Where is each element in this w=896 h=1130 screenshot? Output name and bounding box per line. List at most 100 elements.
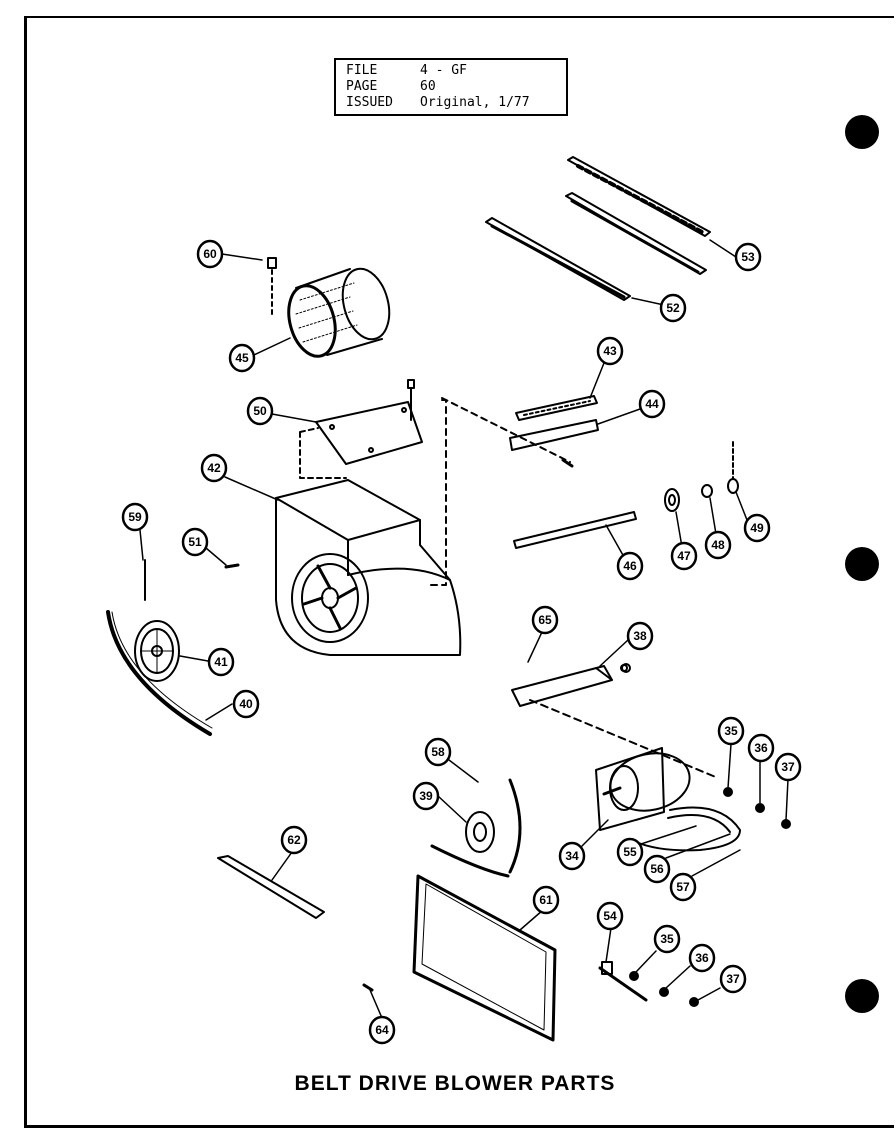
bracket-44 bbox=[441, 397, 599, 468]
callout-balloon bbox=[412, 781, 440, 811]
callout-balloon bbox=[616, 837, 644, 867]
bearing-47 bbox=[664, 488, 680, 512]
callout-45: 45 bbox=[228, 343, 256, 373]
callout-balloon bbox=[181, 527, 209, 557]
callout-balloon bbox=[717, 716, 745, 746]
blower-housing-42 bbox=[275, 399, 462, 656]
callout-label: 62 bbox=[287, 833, 301, 847]
callout-balloon bbox=[659, 293, 687, 323]
callout-balloon bbox=[669, 872, 697, 902]
callout-62: 62 bbox=[280, 825, 308, 855]
callout-label: 53 bbox=[741, 250, 755, 264]
callout-48: 48 bbox=[704, 530, 732, 560]
callout-36: 36 bbox=[688, 943, 716, 973]
callout-35: 35 bbox=[653, 924, 681, 954]
callout-label: 40 bbox=[239, 697, 253, 711]
callout-balloon bbox=[734, 242, 762, 272]
callout-balloon bbox=[531, 605, 559, 635]
callout-59: 59 bbox=[121, 502, 149, 532]
callout-42: 42 bbox=[200, 453, 228, 483]
callout-41: 41 bbox=[207, 647, 235, 677]
callout-61: 61 bbox=[532, 885, 560, 915]
callout-52: 52 bbox=[659, 293, 687, 323]
callout-balloon bbox=[704, 530, 732, 560]
callout-label: 45 bbox=[235, 351, 249, 365]
binder-hole-middle bbox=[845, 547, 879, 581]
callout-37: 37 bbox=[774, 752, 802, 782]
binder-hole-top bbox=[845, 115, 879, 149]
mounting-plate-50 bbox=[299, 379, 423, 479]
callout-balloon bbox=[616, 551, 644, 581]
bracket-43 bbox=[515, 395, 598, 421]
callout-label: 43 bbox=[603, 344, 617, 358]
callout-balloon bbox=[670, 541, 698, 571]
callout-label: 52 bbox=[666, 301, 680, 315]
page-value: 60 bbox=[420, 79, 436, 94]
callout-65: 65 bbox=[531, 605, 559, 635]
callout-balloon bbox=[232, 689, 260, 719]
rail-part-52-lower bbox=[485, 217, 631, 301]
callout-balloon bbox=[596, 901, 624, 931]
file-value: 4 - GF bbox=[420, 63, 467, 78]
callout-label: 49 bbox=[750, 521, 764, 535]
motor-pulley-39 bbox=[430, 778, 522, 878]
callout-46: 46 bbox=[616, 551, 644, 581]
callout-balloon bbox=[719, 964, 747, 994]
callout-label: 37 bbox=[781, 760, 795, 774]
callout-label: 56 bbox=[650, 862, 664, 876]
file-label: FILE bbox=[346, 63, 378, 78]
callout-label: 39 bbox=[419, 789, 433, 803]
callout-label: 34 bbox=[565, 849, 579, 863]
callout-35: 35 bbox=[717, 716, 745, 746]
filter-frame-61 bbox=[412, 874, 557, 1042]
callout-balloon bbox=[638, 389, 666, 419]
callout-label: 46 bbox=[623, 559, 637, 573]
callout-balloon bbox=[596, 336, 624, 366]
callout-balloon bbox=[626, 621, 654, 651]
shaft-46 bbox=[513, 511, 637, 549]
callout-balloon bbox=[196, 239, 224, 269]
callout-label: 50 bbox=[253, 404, 267, 418]
fitting-54 bbox=[598, 961, 648, 1002]
page-frame bbox=[24, 16, 894, 1128]
callout-balloon bbox=[532, 885, 560, 915]
callout-balloon bbox=[280, 825, 308, 855]
callout-55: 55 bbox=[616, 837, 644, 867]
issued-label: ISSUED bbox=[346, 95, 393, 110]
callout-balloon bbox=[228, 343, 256, 373]
callout-balloon bbox=[246, 396, 274, 426]
callout-label: 64 bbox=[375, 1023, 389, 1037]
callout-label: 57 bbox=[676, 880, 690, 894]
callout-balloon bbox=[688, 943, 716, 973]
callout-label: 38 bbox=[633, 629, 647, 643]
callout-label: 41 bbox=[214, 655, 228, 669]
callout-balloon bbox=[207, 647, 235, 677]
callout-57: 57 bbox=[669, 872, 697, 902]
callout-balloon bbox=[558, 841, 586, 871]
callout-label: 51 bbox=[188, 535, 202, 549]
callout-49: 49 bbox=[743, 513, 771, 543]
callout-balloon bbox=[774, 752, 802, 782]
callout-47: 47 bbox=[670, 541, 698, 571]
callout-40: 40 bbox=[232, 689, 260, 719]
issued-value: Original, 1/77 bbox=[420, 95, 530, 110]
callout-38: 38 bbox=[626, 621, 654, 651]
callout-balloon bbox=[743, 513, 771, 543]
callout-39: 39 bbox=[412, 781, 440, 811]
diagram-title: BELT DRIVE BLOWER PARTS bbox=[294, 1072, 616, 1095]
callout-label: 65 bbox=[538, 613, 552, 627]
callout-44: 44 bbox=[638, 389, 666, 419]
callout-64: 64 bbox=[368, 1015, 396, 1045]
belt-40 bbox=[106, 610, 213, 736]
callout-label: 58 bbox=[431, 745, 445, 759]
file-info-box: FILE 4 - GF PAGE 60 ISSUED Original, 1/7… bbox=[334, 58, 568, 116]
file-row: FILE 4 - GF bbox=[346, 63, 566, 79]
binder-hole-bottom bbox=[845, 979, 879, 1013]
setscrew-49 bbox=[727, 441, 739, 494]
callout-56: 56 bbox=[643, 854, 671, 884]
callout-label: 55 bbox=[623, 845, 637, 859]
callout-label: 47 bbox=[677, 549, 691, 563]
callout-balloon bbox=[121, 502, 149, 532]
